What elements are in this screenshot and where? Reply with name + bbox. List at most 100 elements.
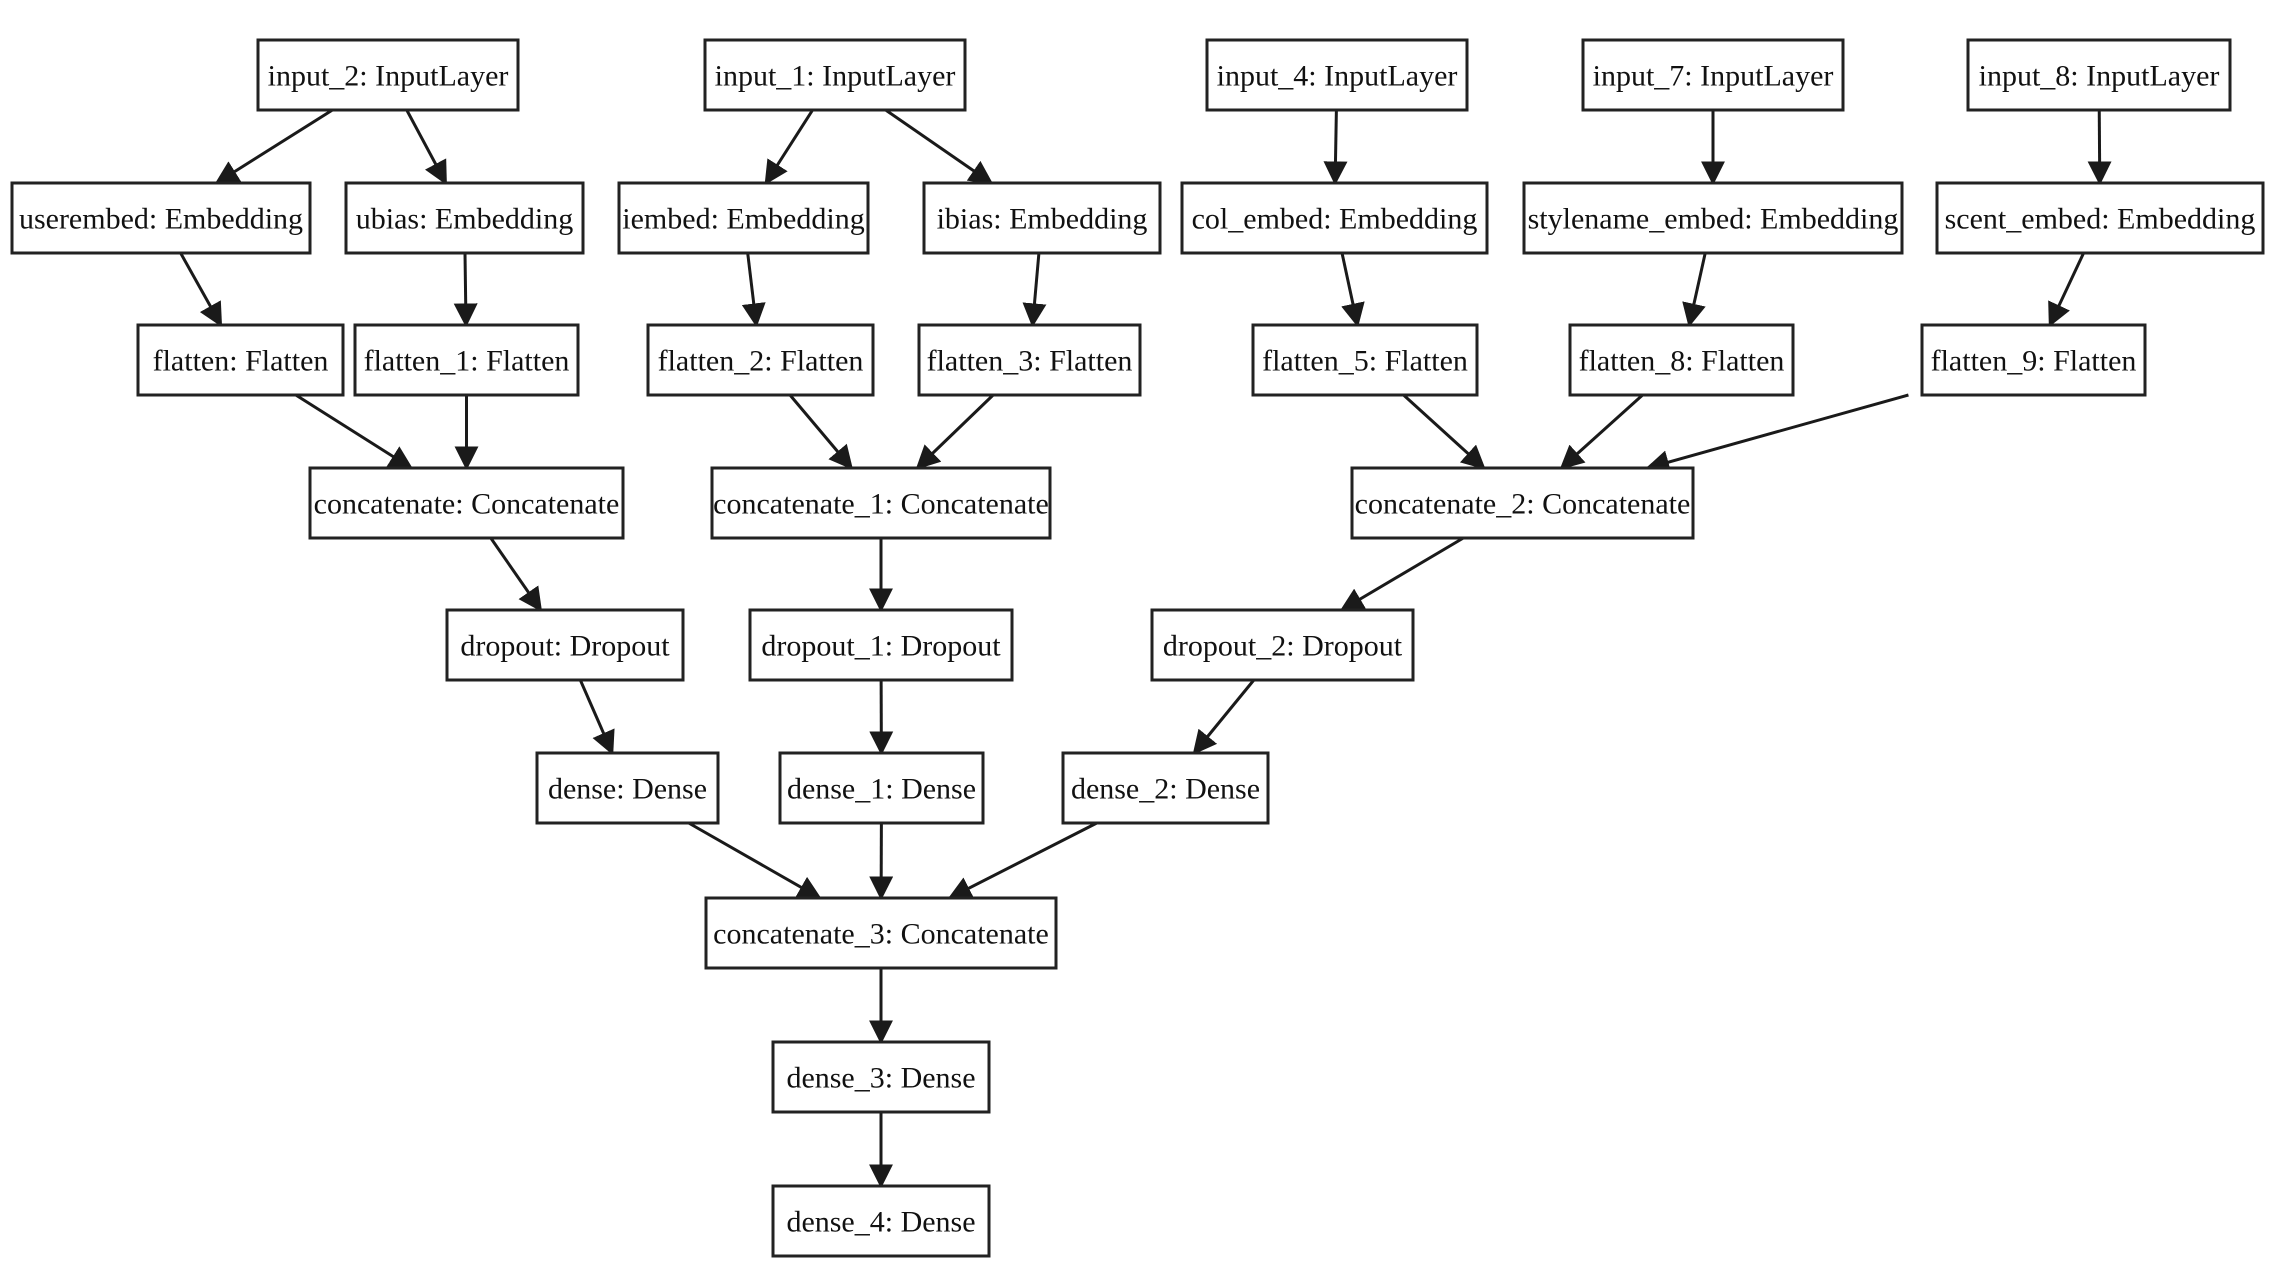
edge-input_1-to-ibias — [884, 108, 994, 185]
layer-label: flatten_3: Flatten — [927, 345, 1133, 378]
layer-label: dense: Dense — [548, 773, 707, 806]
node-concatenate_2: concatenate_2: Concatenate — [1350, 466, 1695, 540]
node-flatten: flatten: Flatten — [136, 323, 345, 397]
layer-label: concatenate_2: Concatenate — [1355, 488, 1691, 521]
edge-stylename_embed-to-flatten_8 — [1682, 252, 1707, 328]
node-dense_4: dense_4: Dense — [771, 1184, 991, 1258]
node-flatten_2: flatten_2: Flatten — [646, 323, 875, 397]
edge-dense_2-to-concatenate_3 — [947, 821, 1098, 900]
edge-ubias-to-flatten_1 — [453, 252, 478, 328]
layer-label: iembed: Embedding — [622, 203, 864, 236]
layer-box — [1935, 181, 2265, 255]
layer-box — [445, 608, 685, 682]
layer-box — [256, 38, 520, 112]
edge-flatten_9-to-concatenate_2 — [1645, 393, 1909, 474]
layer-label: concatenate_3: Concatenate — [713, 918, 1049, 951]
layer-label: input_2: InputLayer — [268, 60, 509, 93]
layer-label: input_8: InputLayer — [1979, 60, 2220, 93]
layer-box — [922, 181, 1162, 255]
layer-label: dropout: Dropout — [460, 630, 670, 663]
layer-label: input_7: InputLayer — [1593, 60, 1834, 93]
node-userembed: userembed: Embedding — [10, 181, 312, 255]
layer-label: flatten_8: Flatten — [1579, 345, 1785, 378]
node-dense_3: dense_3: Dense — [771, 1040, 991, 1114]
layer-box — [1966, 38, 2232, 112]
layer-label: dense_4: Dense — [786, 1206, 975, 1239]
layer-label: flatten_2: Flatten — [658, 345, 864, 378]
edge-flatten_8-to-concatenate_2 — [1559, 393, 1644, 470]
edge-flatten-to-concatenate — [295, 393, 414, 470]
layer-box — [704, 896, 1058, 970]
node-dropout_2: dropout_2: Dropout — [1150, 608, 1415, 682]
node-flatten_8: flatten_8: Flatten — [1568, 323, 1795, 397]
node-dense_1: dense_1: Dense — [778, 751, 985, 825]
node-flatten_3: flatten_3: Flatten — [917, 323, 1142, 397]
layer-label: dense_3: Dense — [786, 1062, 975, 1095]
layer-box — [771, 1184, 991, 1258]
layer-box — [771, 1040, 991, 1114]
layer-label: dense_2: Dense — [1071, 773, 1260, 806]
layer-box — [535, 751, 720, 825]
edge-dropout_2-to-dense_2 — [1192, 679, 1256, 755]
node-iembed: iembed: Embedding — [617, 181, 870, 255]
layer-label: dense_1: Dense — [787, 773, 976, 806]
layer-box — [778, 751, 985, 825]
node-col_embed: col_embed: Embedding — [1180, 181, 1489, 255]
node-flatten_5: flatten_5: Flatten — [1251, 323, 1479, 397]
layer-label: ubias: Embedding — [356, 203, 573, 236]
layer-label: concatenate_1: Concatenate — [713, 488, 1049, 521]
layer-label: flatten_9: Flatten — [1931, 345, 2137, 378]
layer-box — [1581, 38, 1845, 112]
node-input_2: input_2: InputLayer — [256, 38, 520, 112]
node-scent_embed: scent_embed: Embedding — [1935, 181, 2265, 255]
node-dropout_1: dropout_1: Dropout — [748, 608, 1014, 682]
node-input_4: input_4: InputLayer — [1205, 38, 1469, 112]
edge-input_8-to-scent_embed — [2087, 109, 2112, 186]
layer-box — [1350, 466, 1695, 540]
layer-box — [1205, 38, 1469, 112]
edge-scent_embed-to-flatten_9 — [2048, 252, 2085, 328]
layer-box — [10, 181, 312, 255]
layer-label: col_embed: Embedding — [1192, 203, 1478, 236]
edge-ibias-to-flatten_3 — [1022, 252, 1047, 328]
layer-box — [748, 608, 1014, 682]
node-dropout: dropout: Dropout — [445, 608, 685, 682]
edge-concatenate_2-to-dropout_2 — [1339, 536, 1465, 612]
layer-box — [646, 323, 875, 397]
layer-box — [1061, 751, 1270, 825]
layer-box — [308, 466, 625, 540]
node-concatenate_1: concatenate_1: Concatenate — [710, 466, 1052, 540]
layer-box — [617, 181, 870, 255]
layer-box — [1568, 323, 1795, 397]
layer-box — [703, 38, 967, 112]
layer-box — [1150, 608, 1415, 682]
edge-userembed-to-flatten — [179, 252, 223, 328]
edge-concatenate-to-dropout — [489, 537, 543, 612]
edge-iembed-to-flatten_2 — [741, 252, 766, 328]
node-input_7: input_7: InputLayer — [1581, 38, 1845, 112]
node-ubias: ubias: Embedding — [344, 181, 585, 255]
layer-label: ibias: Embedding — [937, 203, 1148, 236]
node-input_1: input_1: InputLayer — [703, 38, 967, 112]
node-dense: dense: Dense — [535, 751, 720, 825]
edge-input_4-to-col_embed — [1323, 109, 1348, 186]
layer-box — [1920, 323, 2147, 397]
layer-label: input_4: InputLayer — [1217, 60, 1458, 93]
layer-box — [1180, 181, 1489, 255]
edge-input_2-to-userembed — [214, 108, 334, 185]
edge-input_2-to-ubias — [405, 109, 448, 186]
edge-col_embed-to-flatten_5 — [1340, 252, 1365, 328]
layer-label: concatenate: Concatenate — [314, 488, 620, 521]
layer-label: flatten_1: Flatten — [364, 345, 570, 378]
edge-flatten_2-to-concatenate_1 — [788, 394, 854, 470]
layer-box — [344, 181, 585, 255]
layer-label: dropout_1: Dropout — [761, 630, 1001, 663]
node-input_8: input_8: InputLayer — [1966, 38, 2232, 112]
node-concatenate_3: concatenate_3: Concatenate — [704, 896, 1058, 970]
layer-box — [353, 323, 580, 397]
layer-label: userembed: Embedding — [19, 203, 303, 236]
layer-box — [136, 323, 345, 397]
layer-label: flatten: Flatten — [153, 345, 329, 378]
